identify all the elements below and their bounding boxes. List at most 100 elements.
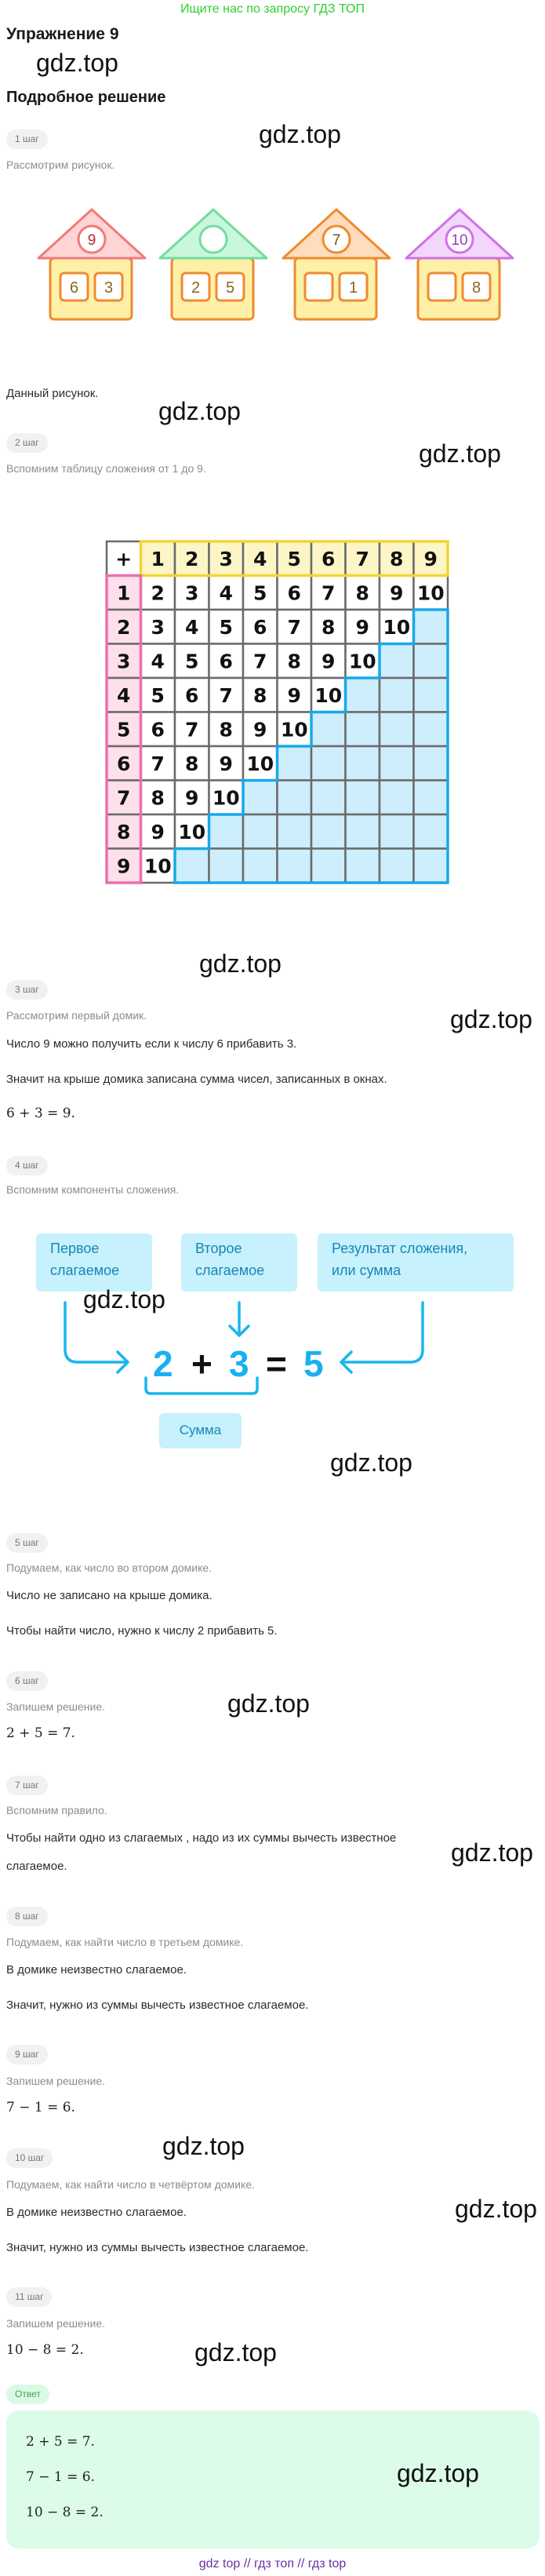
watermark: gdz.top xyxy=(227,1689,310,1718)
table-cell xyxy=(378,813,415,850)
house-window xyxy=(180,271,211,302)
table-cell xyxy=(276,847,313,884)
roof-circle xyxy=(445,224,474,254)
footer-links[interactable]: gdz top // гдз топ // гдз top xyxy=(198,2557,347,2571)
table-cell xyxy=(242,813,278,850)
table-cell xyxy=(378,847,415,884)
table-cell xyxy=(344,711,381,748)
answer-line: 2 + 5 = 7. xyxy=(26,2434,95,2450)
step-hint: Подумаем, как число во втором домике. xyxy=(6,1561,213,1574)
table-cell-value: 1 xyxy=(151,548,165,570)
step-badge: 1 шаг xyxy=(6,129,48,149)
roof-circle xyxy=(77,224,107,254)
table-cell-value: 10 xyxy=(144,854,172,877)
table-cell xyxy=(412,643,449,680)
table-cell-value: 4 xyxy=(253,548,267,570)
sum-over-ten-outline xyxy=(173,608,449,884)
table-cell-value: 9 xyxy=(424,548,438,570)
equals-sign: = xyxy=(266,1343,287,1384)
watermark: gdz.top xyxy=(259,120,341,148)
table-cell-value: 7 xyxy=(356,548,369,570)
step-hint: Вспомним правило. xyxy=(6,1804,107,1816)
table-cell-value: 8 xyxy=(288,650,301,672)
step-badge: 8 шаг xyxy=(6,1907,48,1926)
table-cell-value: 9 xyxy=(151,821,165,843)
table-cell-value: 8 xyxy=(390,548,403,570)
table-cell-value: 4 xyxy=(185,616,198,639)
step-badge: 5 шаг xyxy=(6,1533,48,1553)
section-title: Подробное решение xyxy=(6,89,166,106)
sum-value: 5 xyxy=(303,1343,324,1384)
table-cell xyxy=(242,643,278,680)
math-expression: 2 + 5 = 7. xyxy=(6,1725,75,1741)
table-cell xyxy=(378,643,415,680)
table-cell xyxy=(276,745,313,782)
table-cell xyxy=(173,676,210,713)
box-line: слагаемое xyxy=(50,1262,120,1278)
table-cell-value: 7 xyxy=(151,752,165,775)
table-cell xyxy=(412,813,449,850)
table-cell-value: 9 xyxy=(322,650,335,672)
table-cell xyxy=(412,847,449,884)
watermark: gdz.top xyxy=(194,2338,277,2366)
roof-number: 9 xyxy=(88,232,96,249)
side-column-outline xyxy=(105,574,143,884)
answer-box xyxy=(6,2410,540,2549)
table-cell xyxy=(310,745,347,782)
window-number: 8 xyxy=(472,279,481,297)
table-cell xyxy=(310,813,347,850)
table-cell xyxy=(378,779,415,816)
table-cell-value: 7 xyxy=(185,718,198,741)
watermark: gdz.top xyxy=(450,1005,532,1033)
house-window xyxy=(215,271,245,302)
table-cell xyxy=(208,711,245,748)
answer-line: 7 − 1 = 6. xyxy=(26,2469,95,2485)
table-cell xyxy=(276,643,313,680)
table-cell-value: 6 xyxy=(322,548,335,570)
page-title: Упражнение 9 xyxy=(6,25,119,43)
watermark: gdz.top xyxy=(158,397,241,425)
table-cell-value: 5 xyxy=(151,684,165,707)
step-hint: Запишем решение. xyxy=(6,2317,105,2330)
table-cell xyxy=(412,574,449,611)
step-hint: Вспомним компоненты сложения. xyxy=(6,1183,180,1196)
table-cell-value: 8 xyxy=(117,821,130,843)
step-text: В домике неизвестно слагаемое. xyxy=(6,2206,187,2219)
step-text: Число 9 можно получить если к числу 6 пр… xyxy=(6,1037,297,1051)
house-window xyxy=(93,271,124,302)
table-cell-value: 7 xyxy=(288,616,301,639)
step-text: Чтобы найти одно из слагаемых , надо из … xyxy=(6,1831,397,1845)
table-cell-value: 3 xyxy=(185,581,198,604)
table-cell-value: 8 xyxy=(356,581,369,604)
table-cell-value: 8 xyxy=(151,786,165,809)
table-cell xyxy=(378,676,415,713)
table-cell-value: 7 xyxy=(220,684,233,707)
table-cell-value: 8 xyxy=(220,718,233,741)
arrow-left-icon xyxy=(340,1301,424,1374)
step-badge: 7 шаг xyxy=(6,1776,48,1795)
table-cell-value: 10 xyxy=(417,581,445,604)
table-cell-value: 5 xyxy=(253,581,267,604)
step-hint: Подумаем, как найти число в третьем доми… xyxy=(6,1936,244,1948)
search-banner[interactable]: Ищите нас по запросу ГДЗ ТОП xyxy=(180,2,365,16)
step-badge: 2 шаг xyxy=(6,433,48,453)
step-badge: 11 шаг xyxy=(6,2287,53,2307)
box-line: слагаемое xyxy=(195,1262,265,1278)
table-cell-value: 3 xyxy=(220,548,233,570)
box-line: Результат сложения, xyxy=(332,1241,468,1256)
step-badge: 10 шаг xyxy=(6,2148,53,2168)
table-cell xyxy=(242,745,278,782)
table-cell-value: 9 xyxy=(390,581,403,604)
watermark: gdz.top xyxy=(397,2459,479,2487)
table-cell-value: 5 xyxy=(117,718,130,741)
table-cell xyxy=(242,779,278,816)
table-cell-value: 9 xyxy=(220,752,233,775)
table-cell xyxy=(208,813,245,850)
table-cell xyxy=(173,847,210,884)
first-addend: 2 xyxy=(153,1343,173,1384)
table-cell-value: 4 xyxy=(220,581,233,604)
table-cell-value: + xyxy=(115,548,132,570)
table-cell xyxy=(378,608,415,645)
